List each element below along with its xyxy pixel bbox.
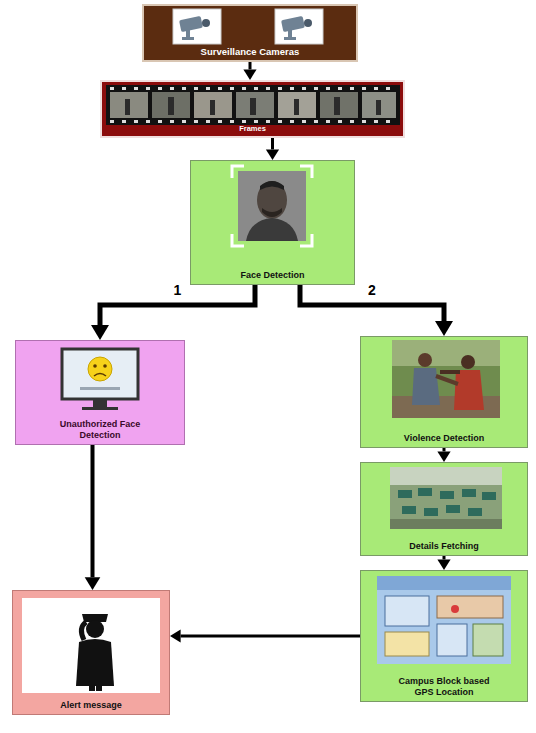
arrow-head: [437, 451, 450, 462]
camera-icon: [275, 9, 323, 44]
process-box: Face Detection: [190, 160, 355, 285]
process-box: Violence Detection: [360, 336, 528, 448]
arrow-head: [437, 559, 450, 570]
node-label: Alert message: [60, 700, 122, 711]
alert-box: Alert message: [12, 590, 170, 715]
edge-label: 1: [174, 283, 182, 297]
camera-icon: [173, 9, 221, 44]
source-box: Surveillance Cameras: [142, 4, 358, 62]
flow-arrow: [266, 138, 279, 160]
node-label: Surveillance Cameras: [201, 46, 300, 57]
node-label: Frames: [239, 124, 266, 133]
flow-arrow: [243, 62, 256, 80]
node-label: Campus Block based GPS Location: [388, 676, 500, 698]
arrow-head: [435, 321, 453, 336]
process-box: Details Fetching: [360, 462, 528, 556]
face-photo: [232, 166, 312, 246]
violence-photo: [392, 340, 500, 418]
node-label: Unauthorized Face Detection: [56, 419, 144, 441]
node-label: Details Fetching: [409, 541, 479, 552]
arrow-line: [249, 62, 252, 69]
arrow-head: [266, 149, 279, 160]
arrow-head: [91, 325, 109, 340]
frames-band: Frames: [100, 80, 405, 138]
film-strip: [106, 85, 400, 125]
alert-source-box: Unauthorized Face Detection: [15, 340, 185, 445]
arrow-line: [181, 635, 360, 638]
monitor-icon: [62, 349, 138, 410]
officer-icon: [22, 598, 160, 693]
campus-map: [377, 576, 511, 664]
flow-arrow: [85, 445, 101, 590]
scene-photo: [390, 467, 502, 529]
node-label: Violence Detection: [404, 433, 484, 444]
flow-arrow: [300, 285, 453, 336]
flow-arrow: [437, 448, 450, 462]
edge-label: 2: [368, 283, 376, 297]
flow-arrow: [91, 285, 255, 340]
arrow-line: [443, 448, 446, 451]
arrow-line: [91, 445, 95, 577]
node-label: Face Detection: [240, 270, 304, 281]
flow-arrow: [170, 629, 360, 642]
arrow-line: [271, 138, 274, 149]
arrow-line: [443, 556, 446, 559]
process-box: Campus Block based GPS Location: [360, 570, 528, 702]
arrow-head: [243, 69, 256, 80]
flow-arrow: [437, 556, 450, 570]
arrow-head: [85, 577, 101, 590]
arrow-head: [170, 629, 181, 642]
